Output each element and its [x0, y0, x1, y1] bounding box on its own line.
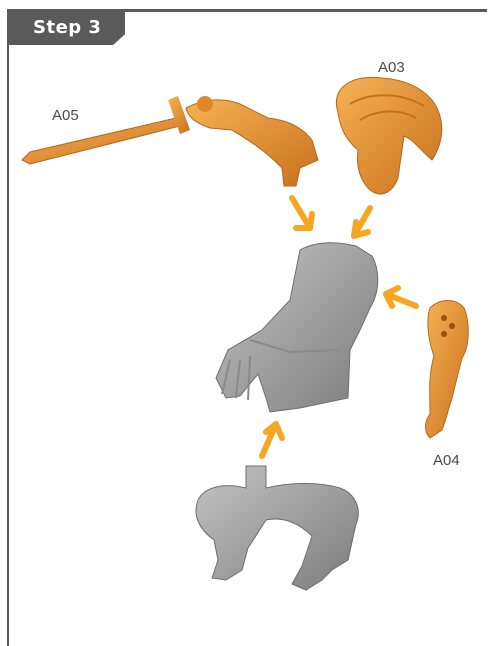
part-legs	[196, 466, 358, 590]
arrow-a05-to-torso	[292, 198, 312, 228]
arrow-legs-to-torso	[262, 424, 282, 456]
part-a04-arm	[426, 301, 469, 439]
arrow-a04-to-torso	[386, 288, 416, 306]
part-a03-head	[336, 77, 441, 194]
part-torso	[216, 243, 378, 412]
part-a05-sword-arm	[22, 96, 318, 186]
arrow-a03-to-torso	[354, 208, 370, 236]
